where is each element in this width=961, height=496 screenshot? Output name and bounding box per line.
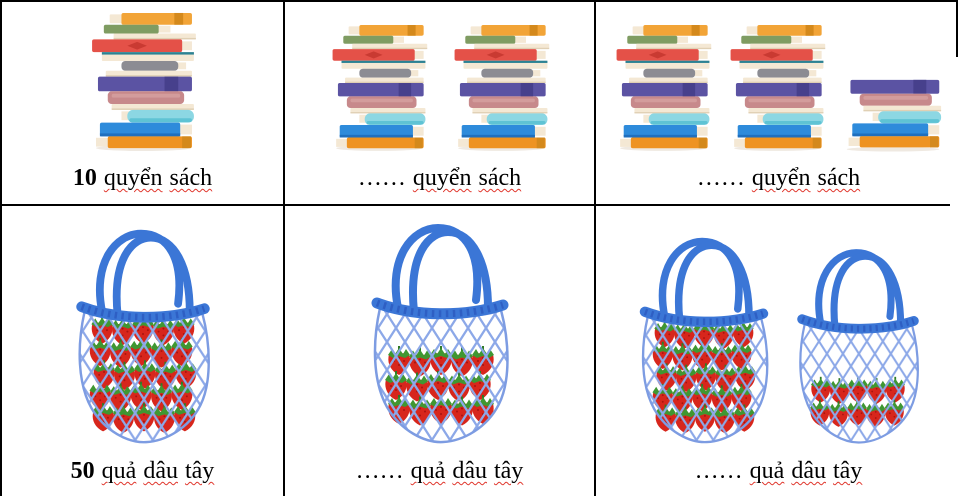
cell-berries-50: 50 quả dâu tây [2, 206, 283, 496]
count-value: 10 [72, 164, 97, 191]
unit-word: quyển [103, 164, 163, 191]
count-dots: …… [694, 457, 743, 484]
unit-word: quả [101, 457, 137, 484]
table-border-left [0, 0, 2, 496]
book-stack-illustration [730, 25, 825, 151]
table-divider-col2 [594, 0, 596, 496]
unit-word: tây [493, 457, 524, 484]
unit-word: quả [410, 457, 446, 484]
count-label: 10 quyển sách [73, 152, 212, 204]
strawberry-net-bag-illustration [629, 230, 779, 446]
strawberry-net-bag-illustration [65, 222, 221, 446]
unit-word: tây [184, 457, 215, 484]
unit-word: sách [817, 164, 861, 191]
unit-word: dâu [143, 457, 178, 484]
table-border-top [0, 0, 958, 2]
count-dots: …… [355, 457, 404, 484]
unit-word: tây [832, 457, 863, 484]
short-book-stack-illustration [846, 79, 941, 152]
count-label: …… quả dâu tây [356, 446, 524, 496]
book-stack-illustration [91, 12, 196, 152]
cell-berries-blank-a: …… quả dâu tây [285, 206, 594, 496]
book-stack-illustration [454, 25, 549, 151]
table-divider-row [0, 204, 950, 206]
strawberry-net-bag-illustration [360, 216, 520, 446]
unit-word: dâu [791, 457, 826, 484]
table-border-right-segment [956, 0, 958, 57]
cell-books-blank-b: …… quyển sách [596, 2, 961, 204]
unit-word: quyển [751, 164, 811, 191]
cell-berries-blank-b: …… quả dâu tây [596, 206, 961, 496]
book-stack-illustration [616, 25, 711, 151]
cell-books-blank-a: …… quyển sách [285, 2, 594, 204]
cell-books-10: 10 quyển sách [2, 2, 283, 204]
count-label: …… quả dâu tây [695, 446, 863, 496]
unit-word: sách [169, 164, 213, 191]
strawberry-net-bag-illustration [787, 242, 929, 446]
count-dots: …… [696, 164, 745, 191]
count-label: …… quyển sách [358, 152, 521, 204]
count-label: 50 quả dâu tây [71, 446, 215, 496]
unit-word: quả [749, 457, 785, 484]
count-dots: …… [357, 164, 406, 191]
unit-word: dâu [452, 457, 487, 484]
table-divider-col1 [283, 0, 285, 496]
unit-word: quyển [412, 164, 472, 191]
count-label: …… quyển sách [697, 152, 860, 204]
unit-word: sách [478, 164, 522, 191]
book-stack-illustration [332, 25, 427, 151]
count-value: 50 [70, 457, 95, 484]
